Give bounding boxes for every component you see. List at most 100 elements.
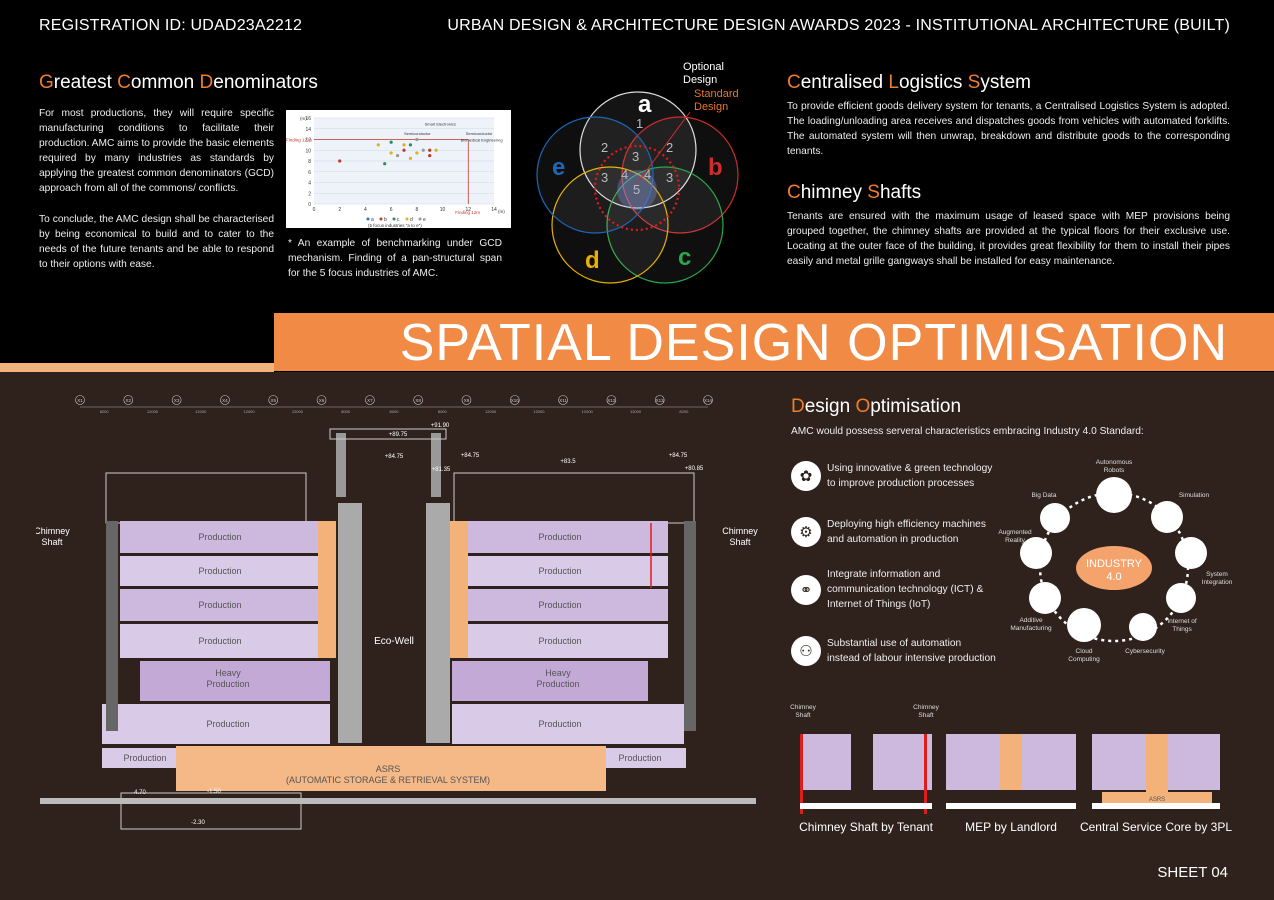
feature-4-line-1: Substantial use of automation xyxy=(827,638,962,649)
venn-num-2a: 2 xyxy=(601,140,608,155)
registration-id: REGISTRATION ID: UDAD23A2212 xyxy=(39,17,303,34)
mini-diagram-2 xyxy=(946,734,1076,809)
roof-left xyxy=(105,472,307,524)
level-4: +84.75 xyxy=(461,453,480,459)
grid-bubble xyxy=(461,395,472,405)
grid-bubble xyxy=(703,395,713,405)
mini1-chimney-r-2: Shaft xyxy=(918,712,933,719)
chart-point xyxy=(428,148,432,152)
grid-label: X2 xyxy=(126,398,132,403)
venn-optional-label-1: Optional xyxy=(683,61,724,73)
venn-letter-e: e xyxy=(552,154,565,181)
venn-diagram: a b c d e 1 2 2 3 3 3 4 4 5 Optional Des… xyxy=(536,61,739,284)
mini-diagram-3: ASRS xyxy=(1092,734,1220,809)
venn-num-5: 5 xyxy=(633,182,640,197)
gear-icon: ⚙ xyxy=(791,517,821,547)
chart-point xyxy=(434,148,438,152)
floor-right-1 xyxy=(468,521,668,553)
floor-right-5 xyxy=(452,661,648,701)
grid-label: X8 xyxy=(415,398,421,403)
grid-span: 12000 xyxy=(630,409,642,414)
grid-label: X9 xyxy=(464,398,470,403)
mini2-base xyxy=(946,803,1076,809)
chart-ytick: 10 xyxy=(305,148,311,154)
grid-label: X13 xyxy=(656,398,665,403)
feature-2-line-2: and automation in production xyxy=(827,534,959,545)
mini3-base xyxy=(1092,803,1220,809)
chart-xtick: 14 xyxy=(491,207,497,213)
grid-span: 12000 xyxy=(244,409,256,414)
base-left xyxy=(102,748,192,768)
floor-left-1 xyxy=(120,521,320,553)
floor-label-5b: Production xyxy=(206,679,249,689)
grid-bubble xyxy=(123,395,134,405)
level-6: +83.5 xyxy=(560,459,576,465)
mini1-chimney-r-1: Chimney xyxy=(913,704,939,711)
venn-circle-a xyxy=(579,91,697,209)
floor-label-r2: Production xyxy=(538,566,581,576)
venn-letter-a: a xyxy=(638,91,652,118)
optimisation-intro: AMC would possess serveral characteristi… xyxy=(791,426,1144,437)
node-label-cyber: Cybersecurity xyxy=(1125,648,1165,655)
chart-legend-entry: d xyxy=(410,217,413,223)
building-section: X18200X212000X312000X412000X512000X68000… xyxy=(36,395,758,830)
chart-point xyxy=(383,162,387,166)
grid-label: X3 xyxy=(174,398,180,403)
base-right xyxy=(596,748,686,768)
base-label-right: Production xyxy=(618,753,661,763)
chart-ytick: 12 xyxy=(305,138,311,144)
floor-right-2 xyxy=(468,556,668,586)
level-1: +89.75 xyxy=(389,432,408,438)
left-floors xyxy=(102,503,362,768)
mini1-base xyxy=(800,803,932,809)
top-panel xyxy=(0,0,1274,372)
chimney-label-right-2: Shaft xyxy=(729,537,751,547)
core-left xyxy=(338,503,362,743)
grid-span: 8200 xyxy=(100,409,110,414)
chart-xtick: 8 xyxy=(415,207,418,213)
venn-core xyxy=(617,170,657,210)
grid-bubble xyxy=(365,395,375,405)
base-label-left: Production xyxy=(123,753,166,763)
mini1-chimney-l-1: Chimney xyxy=(790,704,816,711)
floor-label-3: Production xyxy=(198,600,241,610)
shaft-left xyxy=(318,521,336,658)
right-floors xyxy=(426,503,686,768)
grid-label: X12 xyxy=(607,398,616,403)
node-label-integration-2: Integration xyxy=(1202,579,1233,586)
eco-well-label: Eco-Well xyxy=(374,636,414,647)
chart-xtick: 12 xyxy=(466,207,472,213)
node-additive xyxy=(1029,582,1061,614)
grid-axes: X18200X212000X312000X412000X512000X68000… xyxy=(75,395,713,414)
chart-point xyxy=(415,151,419,155)
floor-label-r4: Production xyxy=(538,636,581,646)
banner-bar xyxy=(274,313,1274,371)
level-8: +80.85 xyxy=(685,466,704,472)
logistics-paragraph: To provide efficient goods delivery syst… xyxy=(787,101,1230,157)
chart-annotation: Finding 12m xyxy=(455,210,480,215)
grid-span: 12000 xyxy=(195,409,207,414)
chart-legend-marker xyxy=(379,217,383,221)
node-robots xyxy=(1096,477,1132,513)
chart-point xyxy=(428,154,432,158)
floor-label-6: Production xyxy=(206,719,249,729)
industry-core xyxy=(1076,546,1152,590)
banner-accent xyxy=(0,363,274,372)
venn-letter-d: d xyxy=(585,247,600,274)
floor-label-r1: Production xyxy=(538,532,581,542)
asrs-block xyxy=(176,746,606,791)
chart-ytick: 16 xyxy=(305,116,311,122)
chart-xtick: 6 xyxy=(390,207,393,213)
chart-legend-entry: e xyxy=(423,217,426,223)
chart-legend-entry: c xyxy=(397,217,400,223)
chart-point xyxy=(415,137,419,142)
floor-left-6 xyxy=(102,704,330,744)
level-5: +81.35 xyxy=(432,467,451,473)
chart-legend-marker xyxy=(392,217,396,221)
chart-point xyxy=(402,143,406,147)
level-2: +91.90 xyxy=(431,423,450,429)
level-7: +84.75 xyxy=(669,453,688,459)
basement-left xyxy=(120,792,302,830)
